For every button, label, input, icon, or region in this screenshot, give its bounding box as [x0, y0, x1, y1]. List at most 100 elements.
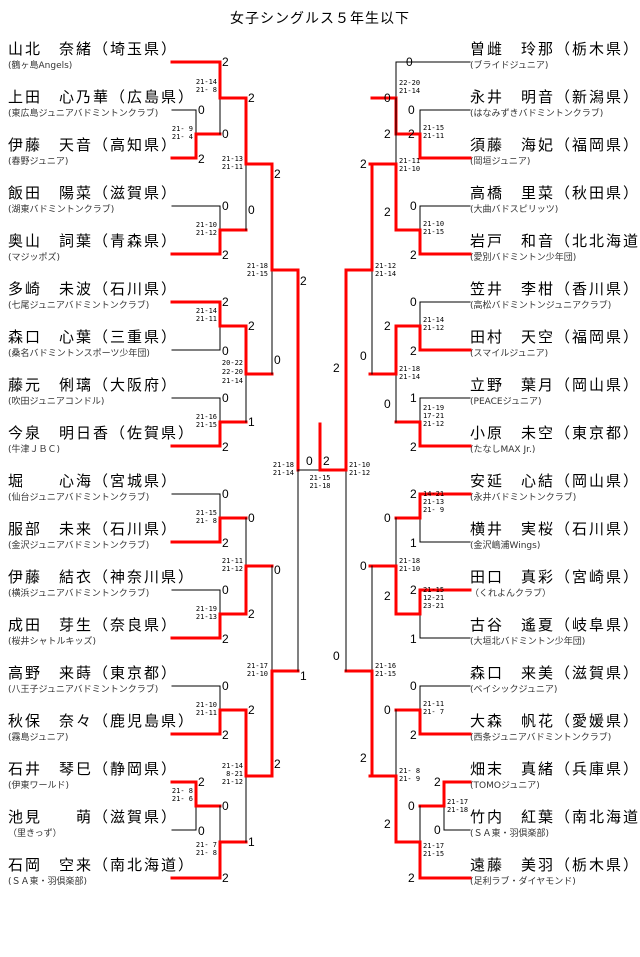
games-won: 0 — [222, 679, 229, 693]
player-club: (ブライドジュニア) — [470, 61, 549, 71]
player-name-text: 岩戸 和音 — [470, 232, 556, 250]
player-entry: 畑末 真緒（兵庫県）(TOMOジュニア) — [470, 760, 640, 800]
player-entry: 高橋 里菜（秋田県）(大曲バドスピリッツ) — [470, 184, 640, 224]
games-won: 2 — [408, 127, 415, 141]
player-prefecture: （愛媛県） — [555, 712, 640, 730]
games-won: 2 — [410, 487, 417, 501]
set-score: 21-11 — [399, 157, 420, 165]
set-score: 21-15 — [423, 850, 444, 858]
player-club: (ベイシックジュニア) — [470, 685, 558, 695]
games-won: 2 — [222, 440, 229, 454]
games-won: 0 — [274, 563, 281, 577]
set-score: 21-14 — [399, 373, 420, 381]
player-club: (八王子ジュニアバドミントンクラブ) — [8, 685, 159, 695]
player-name: 曽雌 玲那（栃木県） — [470, 40, 640, 58]
set-score: 21-15 — [423, 124, 444, 132]
player-name: 成田 芽生（奈良県） — [8, 616, 188, 634]
player-name-text: 藤元 俐璃 — [8, 376, 94, 394]
games-won: 0 — [408, 799, 415, 813]
player-name: 竹内 紅葉（南北海道） — [470, 808, 640, 826]
player-entry: 石井 琴巳（静岡県）(伊東ワールド) — [8, 760, 188, 800]
player-entry: 古谷 遙夏（岐阜県）(大垣北バドミントン少年団) — [470, 616, 640, 656]
set-score: 21-18 — [399, 365, 420, 373]
set-score: 12-21 — [423, 594, 444, 602]
player-prefecture: （香川県） — [555, 280, 640, 298]
games-won: 1 — [410, 632, 417, 646]
set-score: 21-10 — [349, 461, 370, 469]
player-name-text: 笠井 李柑 — [470, 280, 556, 298]
player-club: (たなしMAX Jr.) — [470, 445, 536, 455]
player-name-text: 大森 帆花 — [470, 712, 556, 730]
player-entry: 藤元 俐璃（大阪府）(吹田ジュニアコンドル) — [8, 376, 188, 416]
set-score: 21-11 — [423, 700, 444, 708]
player-name-text: 伊藤 天音 — [8, 136, 94, 154]
set-score: 21- 8 — [196, 849, 217, 857]
player-name: 今泉 明日香（佐賀県） — [8, 424, 193, 442]
player-entry: 飯田 陽菜（滋賀県）(湖東バドミントンクラブ) — [8, 184, 188, 224]
player-prefecture: （南北海道） — [555, 808, 640, 826]
player-club: (湖東バドミントンクラブ) — [8, 205, 115, 215]
player-entry: 曽雌 玲那（栃木県） (ブライドジュニア) — [470, 40, 640, 80]
player-name-text: 成田 芽生 — [8, 616, 94, 634]
player-prefecture: （滋賀県） — [93, 808, 179, 826]
player-prefecture: （高知県） — [93, 136, 179, 154]
games-won: 0 — [406, 55, 413, 69]
player-name: 池見 萌（滋賀県） — [8, 808, 188, 826]
player-prefecture: （広島県） — [110, 88, 196, 106]
games-won: 0 — [384, 703, 391, 717]
player-name-text: 安延 心結 — [470, 472, 556, 490]
player-name-text: 田村 天空 — [470, 328, 556, 346]
player-name-text: 竹内 紅葉 — [470, 808, 556, 826]
player-entry: 堀 心海（宮城県）(仙台ジュニアバドミントンクラブ) — [8, 472, 188, 512]
set-score: 21-18 — [309, 482, 330, 490]
set-score: 21-11 — [423, 132, 444, 140]
set-score: 21-12 — [375, 262, 396, 270]
set-score: 21-12 — [222, 778, 243, 786]
player-name: 遠藤 美羽（栃木県） — [470, 856, 640, 874]
player-name: 森口 心葉（三重県） — [8, 328, 188, 346]
player-name: 伊藤 天音（高知県） — [8, 136, 188, 154]
games-won: 0 — [434, 823, 441, 837]
games-won: 0 — [360, 559, 367, 573]
player-club: (マジッポズ) — [8, 253, 61, 263]
set-score: 20-22 — [222, 359, 243, 367]
set-score: 21-14 — [375, 270, 396, 278]
player-club: (愛別バドミントン少年団) — [470, 253, 577, 263]
games-won: 0 — [384, 91, 391, 105]
games-won: 2 — [384, 127, 391, 141]
player-name: 立野 葉月（岡山県） — [470, 376, 640, 394]
games-won: 0 — [408, 103, 415, 117]
set-score: 22-20 — [222, 368, 243, 376]
games-won: 2 — [323, 454, 330, 468]
player-prefecture: （岡山県） — [555, 472, 640, 490]
games-won: 2 — [198, 152, 205, 166]
player-prefecture: （岡山県） — [555, 376, 640, 394]
set-score: 21-10 — [399, 165, 420, 173]
games-won: 0 — [384, 511, 391, 525]
player-prefecture: （岐阜県） — [555, 616, 640, 634]
player-entry: 竹内 紅葉（南北海道）(ＳＡ東・羽倶楽部) — [470, 808, 640, 848]
player-entry: 岩戸 和音（北北海道）(愛別バドミントン少年団) — [470, 232, 640, 272]
player-name: 笠井 李柑（香川県） — [470, 280, 640, 298]
player-name: 安延 心結（岡山県） — [470, 472, 640, 490]
games-won: 2 — [384, 817, 391, 831]
player-club: (岡垣ジュニア) — [470, 157, 531, 167]
player-prefecture: （福岡県） — [555, 328, 640, 346]
player-prefecture: （宮城県） — [93, 472, 179, 490]
player-prefecture: （東京都） — [93, 664, 179, 682]
player-prefecture: （秋田県） — [555, 184, 640, 202]
games-won: 2 — [410, 728, 417, 742]
player-club: (TOMOジュニア) — [470, 781, 540, 791]
player-name-text: 森口 来美 — [470, 664, 556, 682]
games-won: 2 — [410, 344, 417, 358]
player-entry: 伊藤 結衣（神奈川県）(横浜ジュニアバドミントンクラブ) — [8, 568, 193, 608]
player-entry: 立野 葉月（岡山県）(PEACEジュニア) — [470, 376, 640, 416]
player-club: (霧島ジュニア) — [8, 733, 69, 743]
player-entry: 秋保 奈々（鹿児島県）(霧島ジュニア) — [8, 712, 193, 752]
player-name: 大森 帆花（愛媛県） — [470, 712, 640, 730]
player-prefecture: （大阪府） — [93, 376, 179, 394]
player-prefecture: （石川県） — [93, 280, 179, 298]
games-won: 2 — [274, 757, 281, 771]
games-won: 2 — [248, 703, 255, 717]
player-name-text: 石井 琴巳 — [8, 760, 94, 778]
